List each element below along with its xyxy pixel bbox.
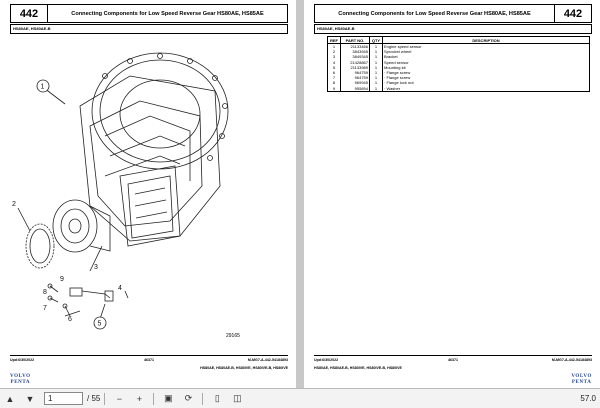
footer-models: HS80AE, HS80AE-B, HS80IVE, HS80IVE-B, HS… [200, 366, 288, 370]
arrow-up-icon[interactable]: ▲ [5, 393, 15, 404]
description-cell: · Flange screw [382, 75, 590, 81]
qty-cell: 1 [369, 85, 383, 92]
header-part-no: PART NO. [340, 36, 370, 44]
left-page: 442 Connecting Components for Low Speed … [0, 0, 296, 388]
page-footer: Upd:6/30/2022 46371 M-MG7-A-442-54184893… [10, 355, 288, 378]
rotate-icon[interactable]: ⟳ [184, 393, 193, 403]
callout-label-5: 5 [98, 321, 102, 328]
page-number: 442 [554, 5, 591, 22]
page-header: 442 Connecting Components for Low Speed … [314, 4, 592, 23]
description-cell: Bracket [382, 54, 590, 60]
callout-label-1: 1 [41, 84, 45, 91]
gearbox-drawing: 1 2 3 4 5 6 7 8 9 [12, 52, 229, 330]
page-header: 442 Connecting Components for Low Speed … [10, 4, 288, 23]
zoom-level[interactable]: 57.0 [580, 394, 596, 403]
parts-table-header: REF PART NO. QTY DESCRIPTION [327, 36, 590, 44]
footer-models: HS80AE, HS80AE-B, HS80IVE, HS80IVE-B, HS… [314, 366, 402, 370]
callout-label-9: 9 [60, 276, 64, 283]
callout-5 [93, 316, 107, 330]
callout-label-4: 4 [118, 285, 122, 292]
callout-1 [36, 79, 50, 93]
description-cell: Sprocket wheel [382, 49, 590, 55]
page-number-input[interactable]: 1 [44, 392, 83, 405]
page-title: Connecting Components for Low Speed Reve… [71, 10, 264, 17]
page-number: 442 [11, 5, 48, 22]
single-page-icon[interactable]: ▯ [214, 393, 220, 403]
arrow-down-icon[interactable]: ▼ [25, 393, 35, 404]
toolbar-divider [104, 392, 106, 405]
description-cell: · Flange lock nut [382, 80, 590, 86]
right-page: 442 Connecting Components for Low Speed … [304, 0, 600, 388]
toolbar-divider [202, 392, 204, 405]
model-subtitle: HS80AE, HS80AE-B [10, 24, 288, 34]
description-cell: · Flange screw [382, 70, 590, 76]
volvo-penta-logo: VOLVO PENTA [571, 374, 592, 385]
page-total: / 55 [87, 394, 101, 403]
viewer-toolbar: ▲ ▼ 1 / 55 − + ▣ ⟳ ▯ ◫ 57.0 [0, 388, 600, 408]
page-footer: Upd:6/30/2022 46371 M-MG7-A-442-54184893… [314, 355, 592, 378]
callout-label-7: 7 [43, 305, 47, 312]
part-no-cell: 955894 [340, 85, 370, 92]
callout-label-2: 2 [12, 201, 16, 208]
header-ref: REF [327, 36, 341, 44]
description-cell: Speed sensor [382, 59, 590, 65]
footer-ref: M-MG7-A-442-54184893 [551, 358, 592, 362]
description-cell: Mounting kit [382, 64, 590, 71]
callout-label-6: 6 [68, 316, 72, 323]
header-qty: QTY [369, 36, 383, 44]
callout-label-3: 3 [94, 264, 98, 271]
ref-cell: 9 [327, 85, 341, 92]
page-title: Connecting Components for Low Speed Reve… [338, 10, 531, 17]
toolbar-divider [153, 392, 155, 405]
zoom-in-icon[interactable]: + [136, 393, 142, 404]
description-cell: · Washer [382, 85, 590, 92]
figure-number: 29165 [226, 333, 240, 339]
zoom-out-icon[interactable]: − [116, 393, 122, 404]
footer-doc-number: 46371 [448, 358, 458, 362]
model-subtitle: HS80AE, HS80AE-B [314, 24, 592, 34]
footer-ref: M-MG7-A-442-54184893 [247, 358, 288, 362]
footer-updated: Upd:6/30/2022 [314, 358, 339, 362]
callout-label-8: 8 [43, 289, 47, 296]
footer-updated: Upd:6/30/2022 [10, 358, 35, 362]
volvo-penta-logo: VOLVO PENTA [10, 374, 31, 385]
fit-page-icon[interactable]: ▣ [164, 393, 173, 403]
footer-doc-number: 46371 [144, 358, 154, 362]
exploded-illustration: 1 2 3 4 5 6 7 8 9 [10, 36, 288, 346]
two-page-icon[interactable]: ◫ [233, 393, 242, 403]
header-description: DESCRIPTION [382, 36, 590, 44]
description-cell: Engine speed sensor [382, 43, 590, 50]
